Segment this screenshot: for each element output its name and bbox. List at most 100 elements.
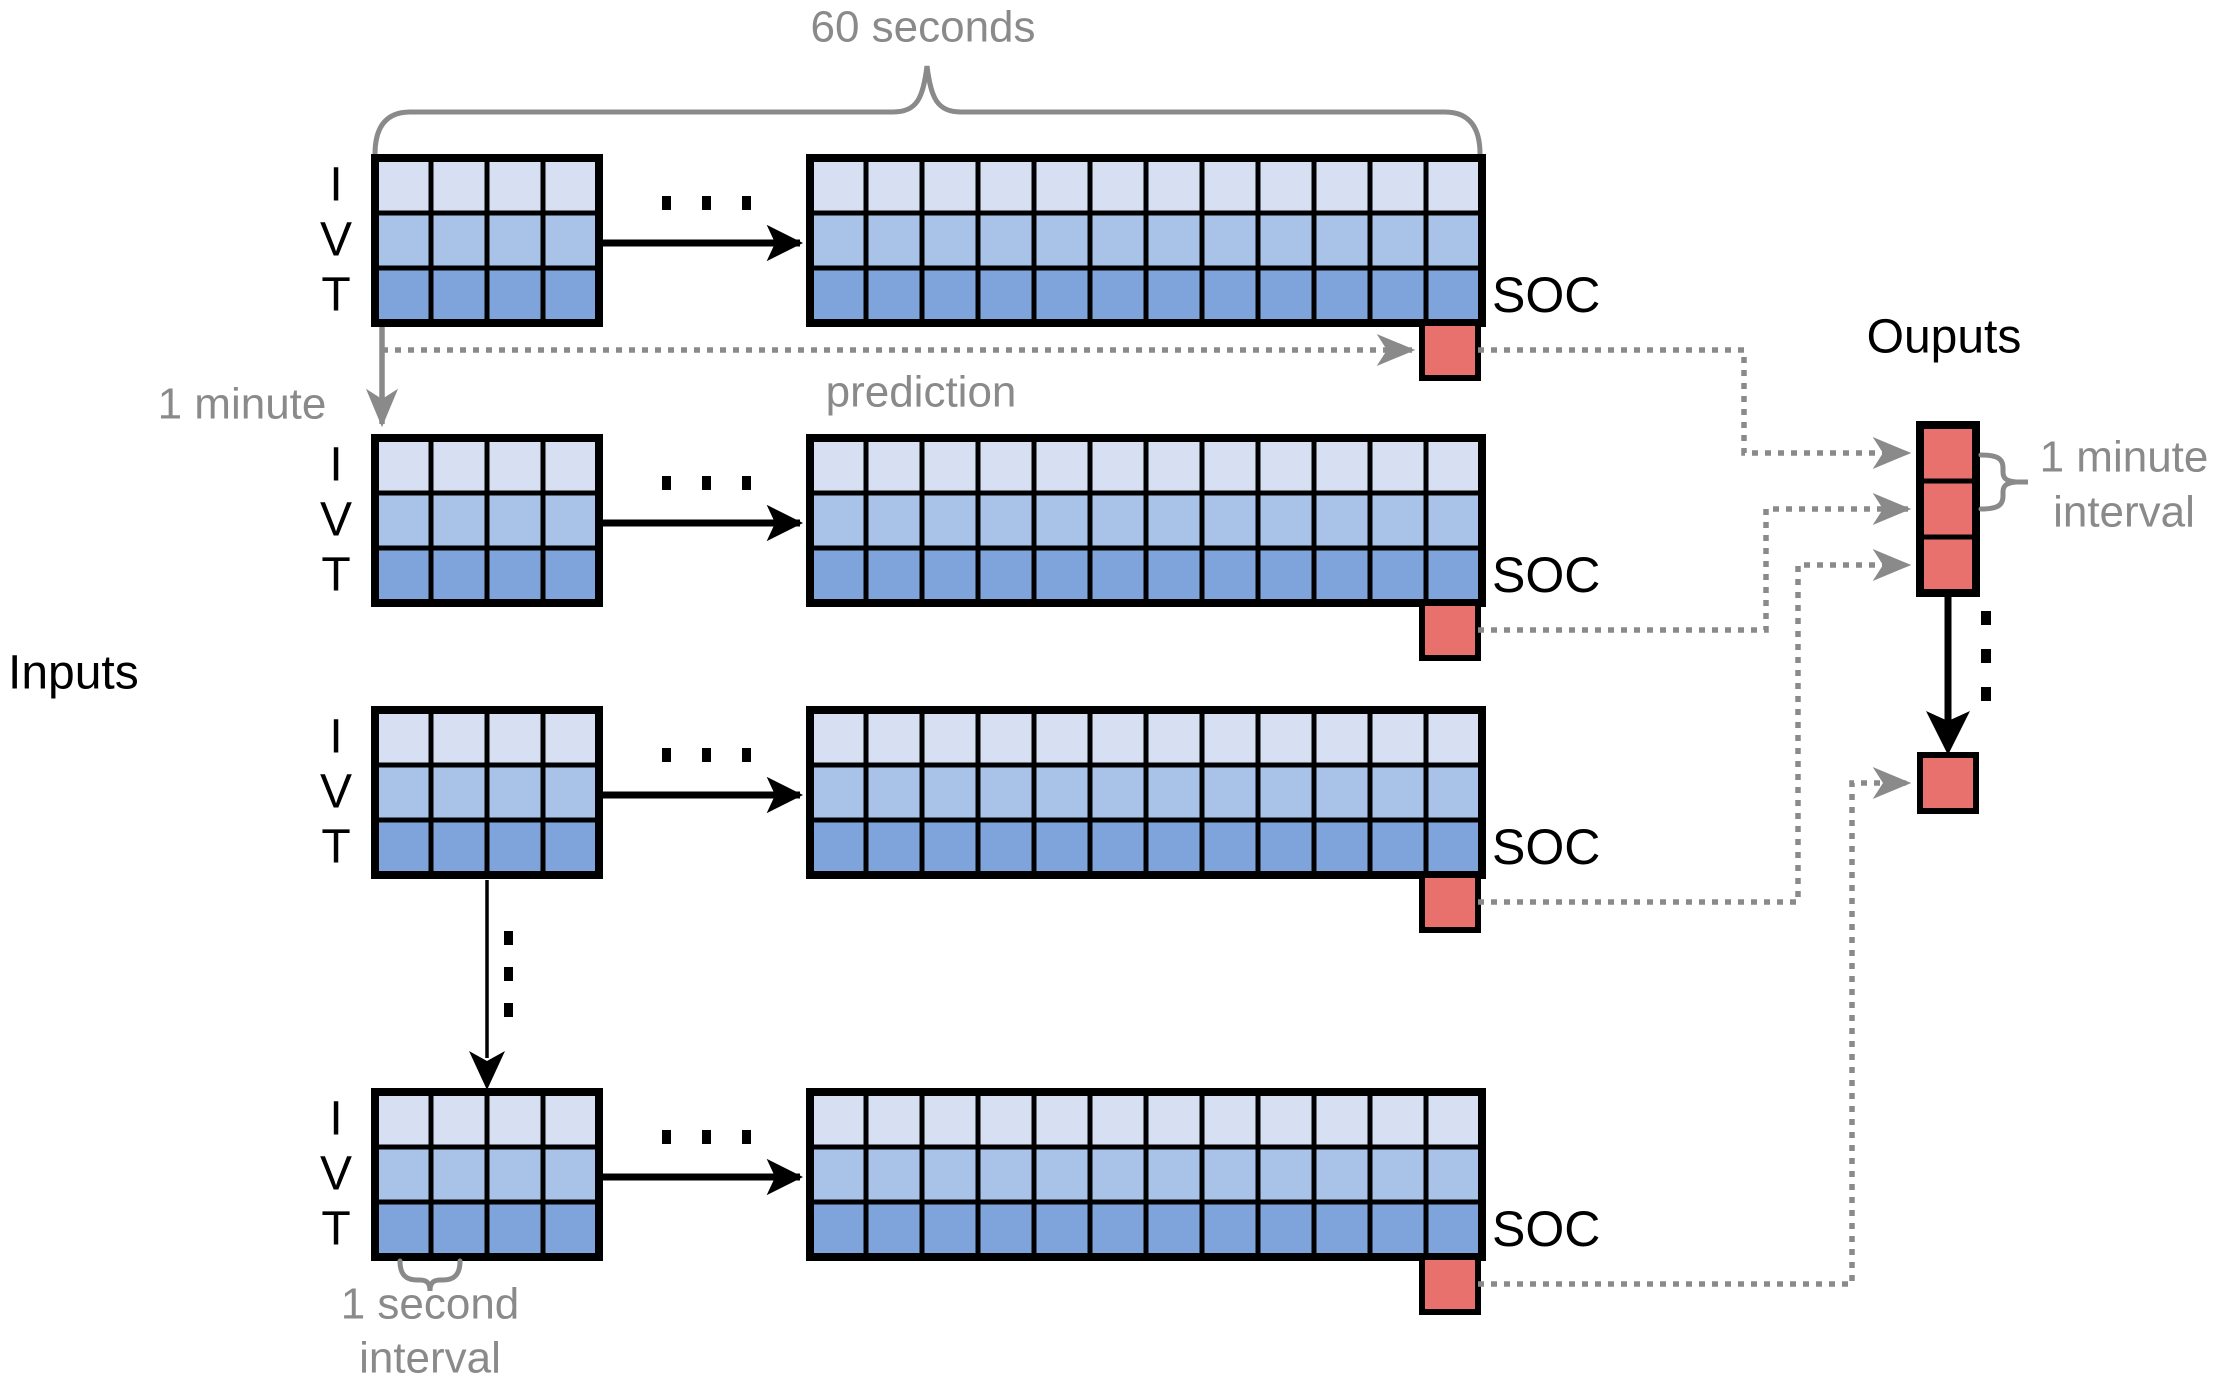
grid-cell	[1087, 1089, 1149, 1150]
grid-cell	[428, 762, 490, 823]
row1-soc-label: SOC	[1492, 267, 1600, 323]
grid-cell	[863, 490, 925, 551]
grid-border	[806, 434, 1486, 607]
grid-border	[806, 706, 1486, 879]
grid-cell	[1367, 1089, 1429, 1150]
grid-cell	[1255, 707, 1317, 768]
grid-cell	[1423, 155, 1485, 216]
row2-small-grid	[371, 434, 603, 607]
grid-cell	[1367, 435, 1429, 496]
output-sequence-arrowhead	[1926, 711, 1970, 755]
grid-cell	[1311, 155, 1373, 216]
grid-cell	[1367, 155, 1429, 216]
grid-cell	[484, 490, 546, 551]
grid-cell	[540, 707, 602, 768]
row3-soc-label: SOC	[1492, 819, 1600, 875]
row4-label-V: V	[320, 1148, 352, 1201]
grid-cell	[540, 435, 602, 496]
grid-cell	[975, 707, 1037, 768]
grid-cell	[1031, 1089, 1093, 1150]
grid-cell	[919, 1144, 981, 1205]
grid-cell	[1087, 1199, 1149, 1260]
grid-cell	[1087, 762, 1149, 823]
grid-cell	[428, 265, 490, 326]
grid-border	[371, 706, 603, 879]
grid-cell	[975, 817, 1037, 878]
grid-cell	[863, 1199, 925, 1260]
grid-cell	[919, 762, 981, 823]
window-shift-ellipsis	[504, 931, 513, 1017]
grid-cell	[1199, 545, 1261, 606]
grid-cell	[863, 707, 925, 768]
grid-cell	[1199, 1089, 1261, 1150]
grid-cell	[428, 1199, 490, 1260]
grid-cell	[1031, 707, 1093, 768]
grid-cell	[1255, 545, 1317, 606]
grid-cell	[807, 817, 869, 878]
output-stack	[1916, 421, 1980, 597]
grid-cell	[1143, 155, 1205, 216]
minute-interval-label-line1: 1 minute	[2040, 433, 2209, 482]
row4-label-T: T	[321, 1203, 350, 1256]
sixty-seconds-brace	[372, 65, 1483, 157]
grid-cell	[1199, 762, 1261, 823]
grid-cell	[1143, 1089, 1205, 1150]
grid-cell	[484, 545, 546, 606]
grid-cell	[863, 1144, 925, 1205]
grid-cell	[807, 545, 869, 606]
grid-cell	[428, 817, 490, 878]
grid-cell	[919, 435, 981, 496]
grid-cell	[1143, 265, 1205, 326]
grid-cell	[484, 155, 546, 216]
row4-ellipsis	[662, 1130, 751, 1144]
grid-cell	[975, 155, 1037, 216]
grid-cell	[919, 265, 981, 326]
row4-large-grid	[806, 1088, 1486, 1261]
prediction-label: prediction	[826, 368, 1017, 417]
grid-cell	[372, 707, 434, 768]
row3-label-I: I	[329, 711, 342, 764]
output-cell	[1917, 478, 1979, 540]
second-interval-brace	[397, 1258, 463, 1292]
grid-cell	[1423, 490, 1485, 551]
grid-cell	[1031, 817, 1093, 878]
grid-cell	[975, 762, 1037, 823]
grid-cell	[1199, 490, 1261, 551]
minute-shift-label: 1 minute	[158, 380, 327, 429]
grid-cell	[1255, 1089, 1317, 1150]
grid-cell	[1311, 1199, 1373, 1260]
grid-cell	[1199, 155, 1261, 216]
row2-label-T: T	[321, 549, 350, 602]
grid-border	[806, 1088, 1486, 1261]
row1-prediction-cell	[1419, 320, 1481, 381]
grid-cell	[428, 1144, 490, 1205]
grid-cell	[807, 762, 869, 823]
grid-cell	[1311, 707, 1373, 768]
grid-cell	[1255, 265, 1317, 326]
grid-cell	[1031, 490, 1093, 551]
grid-cell	[540, 1144, 602, 1205]
grid-cell	[1087, 155, 1149, 216]
row1-label-V: V	[320, 214, 352, 267]
grid-cell	[1255, 1199, 1317, 1260]
row4-soc-label: SOC	[1492, 1201, 1600, 1257]
grid-cell	[1143, 545, 1205, 606]
grid-cell	[484, 1144, 546, 1205]
grid-cell	[372, 1144, 434, 1205]
grid-cell	[372, 265, 434, 326]
row2-prediction-cell	[1419, 600, 1481, 661]
grid-cell	[428, 545, 490, 606]
minute-interval-label-line2: interval	[2053, 488, 2195, 537]
connector-row4-to-final-output	[1478, 766, 1912, 1287]
grid-cell	[484, 817, 546, 878]
connector-row3-to-output3	[1478, 548, 1912, 905]
grid-cell	[540, 545, 602, 606]
grid-cell	[540, 1089, 602, 1150]
grid-cell	[807, 210, 869, 271]
grid-cell	[919, 545, 981, 606]
grid-cell	[1367, 762, 1429, 823]
grid-cell	[975, 435, 1037, 496]
grid-cell	[1143, 435, 1205, 496]
grid-cell	[1367, 1144, 1429, 1205]
row1-large-grid	[806, 154, 1486, 327]
